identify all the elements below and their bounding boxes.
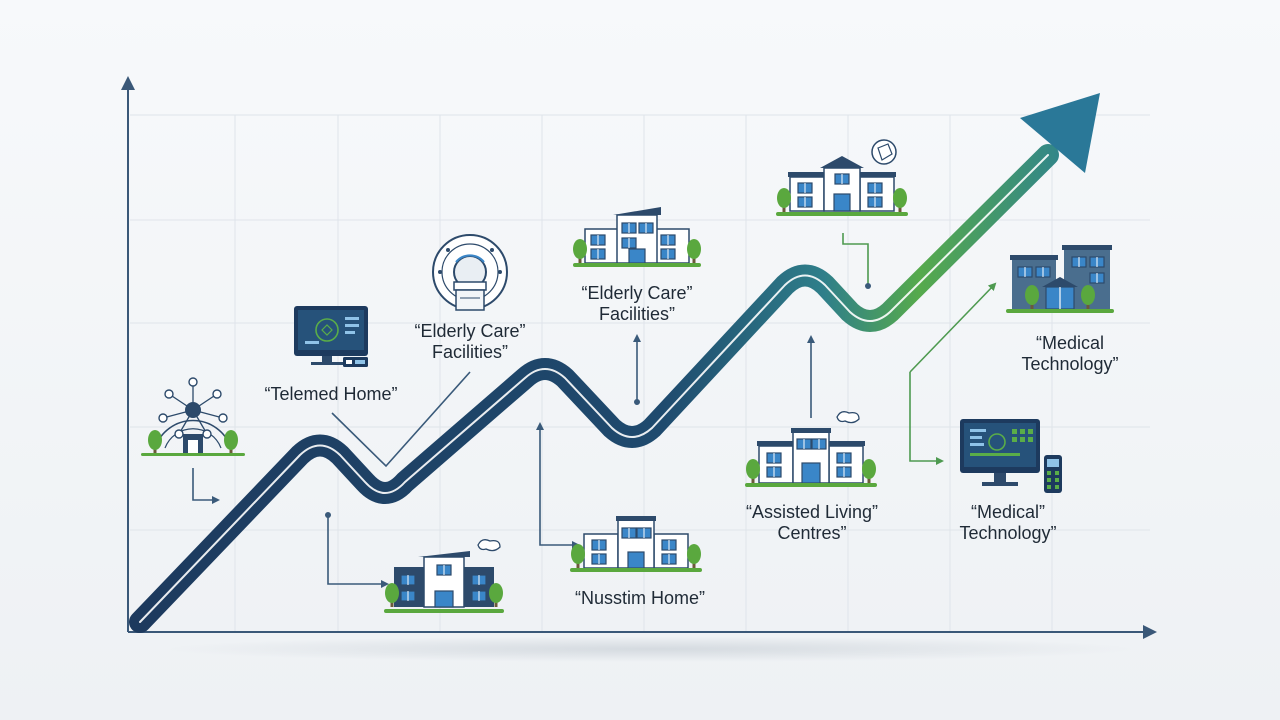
label-medical-technology-2: “Medical” Technology” bbox=[959, 502, 1057, 543]
building-icon bbox=[573, 207, 701, 267]
label-medical-technology-1: “Medical Technology” bbox=[1021, 333, 1119, 374]
telemed-monitor-icon bbox=[294, 306, 368, 367]
network-home-icon bbox=[141, 377, 245, 456]
ground-shadow bbox=[160, 636, 1140, 662]
label-nusstim-home: “Nusstim Home” bbox=[574, 588, 705, 608]
medical-technology-building-icon bbox=[1006, 245, 1114, 313]
building-icon bbox=[570, 516, 702, 572]
nursing-home-icon bbox=[384, 539, 504, 613]
label-telemed-home: “Telemed Home” bbox=[264, 384, 398, 404]
connector-medical-technology-2 bbox=[909, 372, 944, 465]
trend-line bbox=[129, 93, 1100, 633]
connector-nusstim bbox=[539, 424, 580, 549]
connector-network-home bbox=[192, 468, 220, 504]
connector-nursing-home bbox=[327, 515, 389, 588]
connector-top-building bbox=[842, 233, 869, 284]
connector-telemed bbox=[331, 371, 471, 468]
axes bbox=[121, 76, 1157, 639]
label-assisted-living-centres: “Assisted Living” Centres” bbox=[745, 502, 879, 543]
connectors bbox=[192, 233, 997, 588]
label-elderly-care-facilities-1: “Elderly Care” Facilities” bbox=[414, 321, 526, 362]
building-icon bbox=[776, 139, 908, 216]
medical-monitor-icon bbox=[960, 419, 1062, 493]
mri-scanner-icon bbox=[432, 234, 508, 311]
connector-medical-technology-1 bbox=[909, 282, 997, 373]
trend-arrow-head bbox=[1020, 93, 1100, 173]
label-elderly-care-facilities-2: “Elderly Care” Facilities” bbox=[581, 283, 693, 324]
assisted-living-building-icon bbox=[745, 411, 877, 487]
